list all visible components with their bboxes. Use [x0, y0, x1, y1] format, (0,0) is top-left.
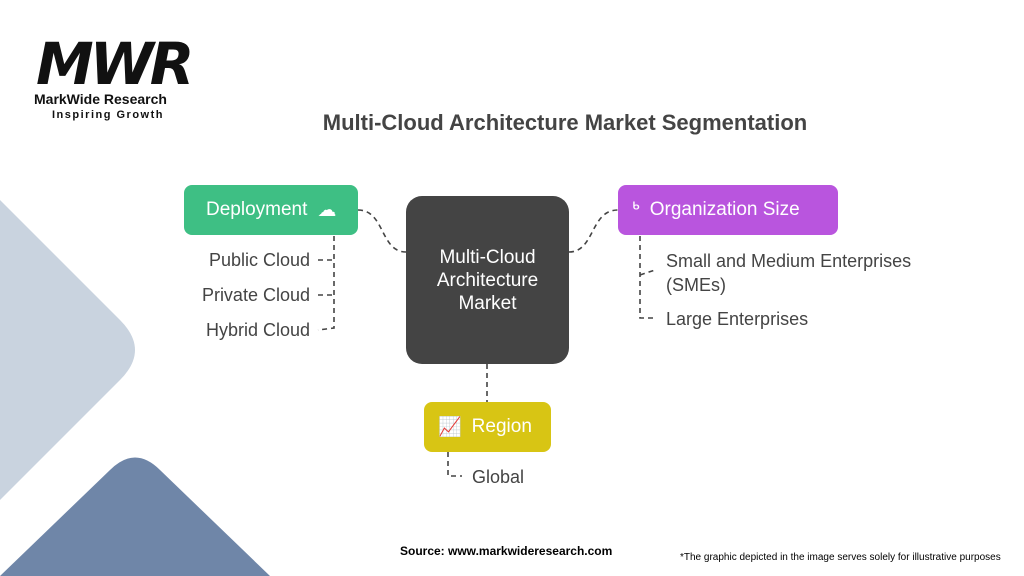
deployment-item: Private Cloud [201, 285, 310, 305]
logo-tagline: Inspiring Growth [52, 109, 164, 121]
region-item: Global [472, 467, 525, 487]
chart-question-icon: 📈 [438, 417, 462, 438]
logo-mark: MWR [36, 38, 191, 90]
deployment-node: Deployment ☁ [184, 185, 358, 235]
connectors [317, 209, 656, 477]
organization-label: Organization Size [649, 199, 800, 220]
deployment-label: Deployment [206, 199, 308, 220]
center-node: Multi-Cloud Architecture Market [406, 196, 569, 364]
organization-node: ᒃ Organization Size [618, 185, 838, 235]
disclaimer-text: *The graphic depicted in the image serve… [680, 552, 1001, 563]
region-label: Region [471, 416, 532, 437]
region-node: 📈 Region [424, 402, 551, 452]
organization-item: Small and Medium Enterprises (SMEs) [666, 251, 912, 295]
deployment-item: Hybrid Cloud [205, 320, 310, 340]
organization-item: Large Enterprises [666, 309, 809, 329]
deployment-item: Public Cloud [208, 250, 310, 270]
organization-icon: ᒃ [632, 199, 640, 221]
center-label: Multi-Cloud Architecture Market [436, 246, 539, 314]
source-text: Source: www.markwideresearch.com [400, 544, 613, 558]
logo-name: MarkWide Research [34, 91, 167, 107]
page-title: Multi-Cloud Architecture Market Segmenta… [322, 110, 808, 135]
cloud-gear-icon: ☁ [317, 199, 337, 221]
